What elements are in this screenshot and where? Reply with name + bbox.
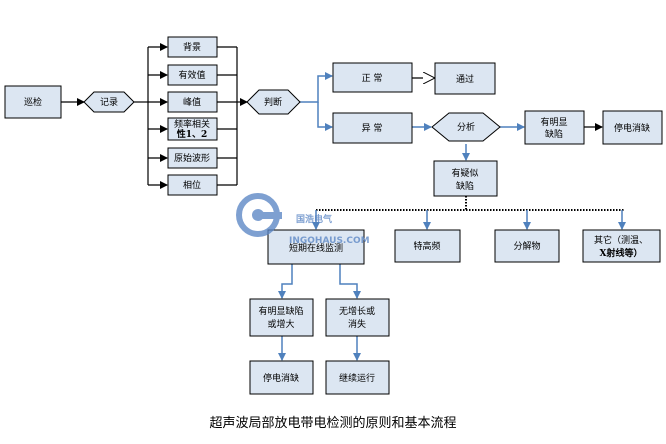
node-power-off-fix-top-label: 停电消缺 — [614, 122, 650, 134]
node-normal-label: 正 常 — [362, 72, 383, 84]
node-abnormal-label: 异 常 — [362, 122, 383, 134]
node-judge-label: 判断 — [264, 96, 282, 108]
node-background: 背景 — [167, 36, 218, 58]
watermark-logo-icon — [236, 193, 282, 237]
node-frequency-line1: 频率相关 — [174, 118, 210, 130]
node-obvious-growth-line2: 或增大 — [267, 318, 294, 330]
node-decomposition-label: 分解物 — [513, 240, 540, 252]
node-record: 记录 — [83, 91, 135, 113]
arrow-judge-normal — [300, 72, 333, 103]
figure-caption: 超声波局部放电带电检测的原则和基本流程 — [209, 415, 456, 431]
node-raw-waveform-label: 原始波形 — [174, 152, 210, 164]
node-frequency-correlation: 频率相关 性1、2 — [167, 117, 218, 141]
node-uhf: 特高频 — [394, 229, 461, 263]
node-power-off-fix-bottom-label: 停电消缺 — [263, 372, 299, 384]
node-suspect-line1: 有疑似 — [451, 167, 478, 179]
connectors — [61, 43, 626, 361]
node-continue-run: 继续运行 — [325, 360, 390, 395]
node-suspect-defect: 有疑似 缺陷 — [433, 160, 498, 197]
node-short-term-monitor: 短期在线监测 — [267, 229, 365, 265]
node-background-label: 背景 — [183, 41, 201, 53]
node-other-line2: X射线等） — [600, 247, 643, 259]
node-obvious-defect-line1: 有明显 — [540, 116, 567, 128]
watermark-en: INGOHAUS.COM — [289, 236, 370, 246]
node-effective-value-label: 有效值 — [178, 69, 205, 81]
node-pass: 通过 — [434, 62, 496, 95]
node-obvious-defect: 有明显 缺陷 — [524, 110, 585, 145]
node-phase: 相位 — [167, 174, 218, 196]
node-analyze: 分析 — [431, 112, 501, 142]
node-power-off-fix-top: 停电消缺 — [602, 110, 663, 145]
node-continue-run-label: 继续运行 — [339, 372, 375, 384]
node-other-line1: 其它（测温、 — [594, 234, 648, 246]
node-patrol: 巡检 — [4, 85, 62, 119]
node-patrol-label: 巡检 — [24, 96, 42, 108]
node-normal: 正 常 — [332, 62, 413, 93]
node-effective-value: 有效值 — [167, 64, 218, 86]
node-short-term-monitor-label: 短期在线监测 — [289, 242, 343, 254]
node-judge: 判断 — [246, 89, 301, 115]
node-no-growth: 无增长或 消失 — [325, 298, 390, 337]
node-suspect-line2: 缺陷 — [456, 180, 474, 192]
watermark-cn: 国浩电气 — [296, 213, 332, 225]
node-record-label: 记录 — [100, 97, 118, 108]
watermark: 国浩电气 INGOHAUS.COM — [236, 193, 370, 246]
node-no-growth-line1: 无增长或 — [339, 305, 375, 317]
node-obvious-growth: 有明显缺陷 或增大 — [249, 298, 314, 337]
node-pass-label: 通过 — [456, 73, 474, 85]
node-obvious-growth-line1: 有明显缺陷 — [258, 305, 303, 317]
node-decomposition: 分解物 — [494, 229, 560, 263]
node-uhf-label: 特高频 — [413, 240, 440, 252]
node-power-off-fix-bottom: 停电消缺 — [249, 360, 314, 395]
node-peak-value: 峰值 — [167, 91, 218, 113]
node-other-methods: 其它（测温、 X射线等） — [582, 229, 661, 263]
node-raw-waveform: 原始波形 — [167, 147, 218, 169]
node-abnormal: 异 常 — [332, 112, 413, 144]
node-obvious-defect-line2: 缺陷 — [545, 128, 563, 140]
arrow-judge-abnormal — [317, 102, 333, 131]
node-peak-value-label: 峰值 — [183, 96, 201, 108]
node-no-growth-line2: 消失 — [348, 318, 366, 330]
node-phase-label: 相位 — [183, 179, 201, 191]
node-frequency-line2: 性1、2 — [177, 128, 208, 140]
node-analyze-label: 分析 — [457, 121, 475, 133]
